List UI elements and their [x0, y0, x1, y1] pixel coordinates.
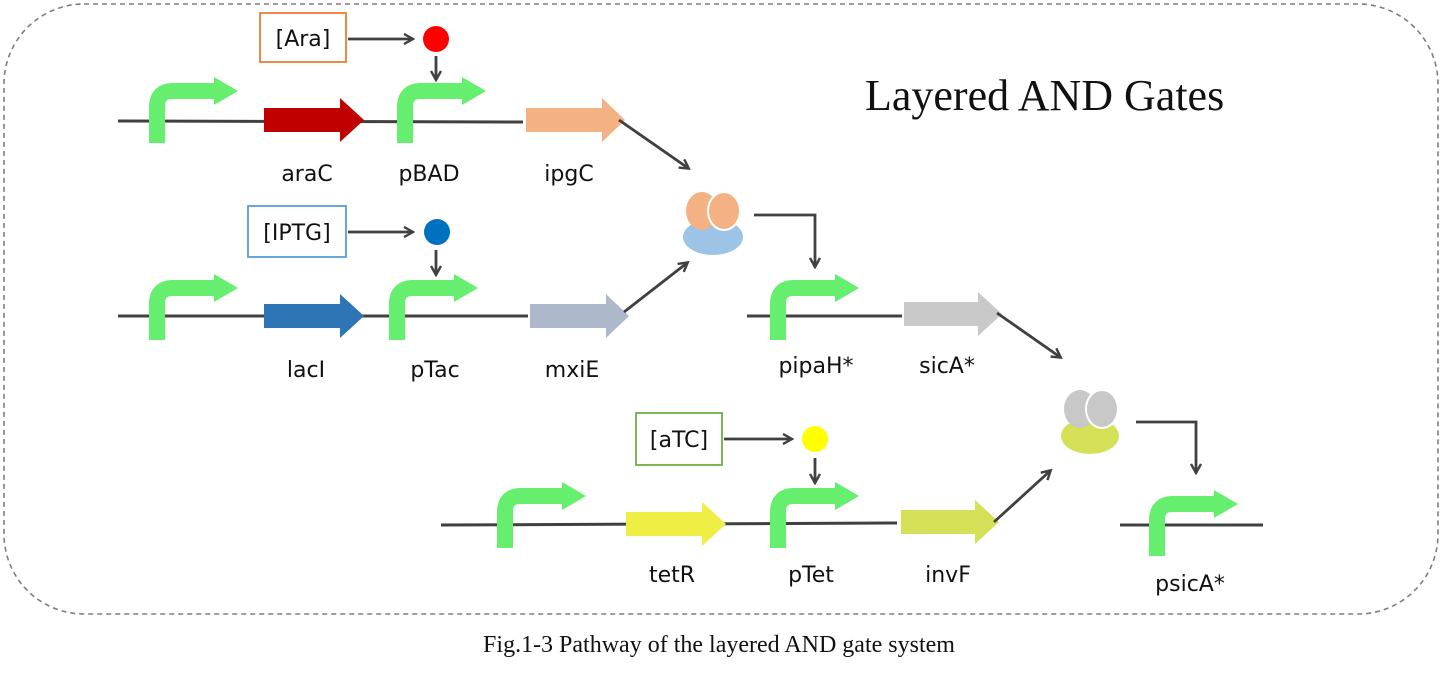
inducer-box-iptg: [247, 205, 347, 258]
sicA-to-complex-arrow: [996, 311, 1060, 357]
inducer-box-ara: [259, 12, 347, 63]
sicA-invF-complex: [1061, 389, 1119, 454]
figure-caption: Fig.1-3 Pathway of the layered AND gate …: [483, 632, 955, 658]
gene-arrow-araC: [264, 98, 364, 142]
inducer-label-iptg: [IPTG]: [263, 221, 330, 246]
gene-label-pTac: pTac: [410, 358, 459, 383]
invF-to-complex-arrow: [993, 471, 1050, 524]
complex1-to-pipaH-arrow: [754, 213, 815, 266]
gene-arrow-lacI: [264, 294, 364, 338]
gene-arrow-tetR: [626, 502, 726, 546]
promoter-icon-pTac: [389, 274, 478, 340]
ipgC-to-complex-arrow: [618, 118, 688, 168]
inducer-label-ara: [Ara]: [276, 27, 331, 52]
promoter-icon-pTet: [770, 482, 859, 548]
atc-dot: [802, 426, 828, 452]
promoter-icon-iptg-const: [149, 274, 238, 340]
ipgC-mxiE-complex: [683, 191, 743, 255]
inducer-label-atc: [aTC]: [650, 428, 708, 453]
gene-label-tetR: tetR: [649, 563, 695, 588]
gene-label-araC: araC: [281, 162, 332, 187]
gene-arrow-mxiE: [530, 294, 629, 338]
promoter-icon-ara-const: [149, 77, 238, 143]
gene-label-mxiE: mxiE: [545, 358, 599, 383]
gene-label-lacI: lacI: [287, 358, 325, 383]
diagram-frame: [3, 3, 1439, 615]
gene-label-psicA: psicA*: [1155, 572, 1225, 597]
gene-arrow-invF: [901, 500, 999, 544]
iptg-dot: [424, 219, 450, 245]
promoter-icon-pBAD: [397, 77, 486, 143]
gene-label-invF: invF: [925, 563, 971, 588]
gene-arrow-sicA: [904, 292, 1002, 336]
gene-label-pBAD: pBAD: [398, 162, 459, 187]
diagram-title: Layered AND Gates: [865, 71, 1224, 120]
gene-label-ipgC: ipgC: [544, 162, 593, 187]
mxiE-to-complex-arrow: [623, 263, 687, 314]
gene-label-pipaH: pipaH*: [778, 354, 853, 379]
ara-dot: [423, 26, 449, 52]
complex2-to-psicA-arrow: [1136, 420, 1196, 472]
promoter-icon-pipaH: [770, 274, 859, 340]
gene-arrow-ipgC: [526, 98, 625, 142]
gene-label-pTet: pTet: [788, 563, 834, 588]
promoter-icon-atc-const: [497, 482, 586, 548]
inducer-box-atc: [635, 412, 723, 466]
promoter-icon-psicA: [1149, 490, 1238, 556]
gene-label-sicA: sicA*: [919, 354, 975, 379]
